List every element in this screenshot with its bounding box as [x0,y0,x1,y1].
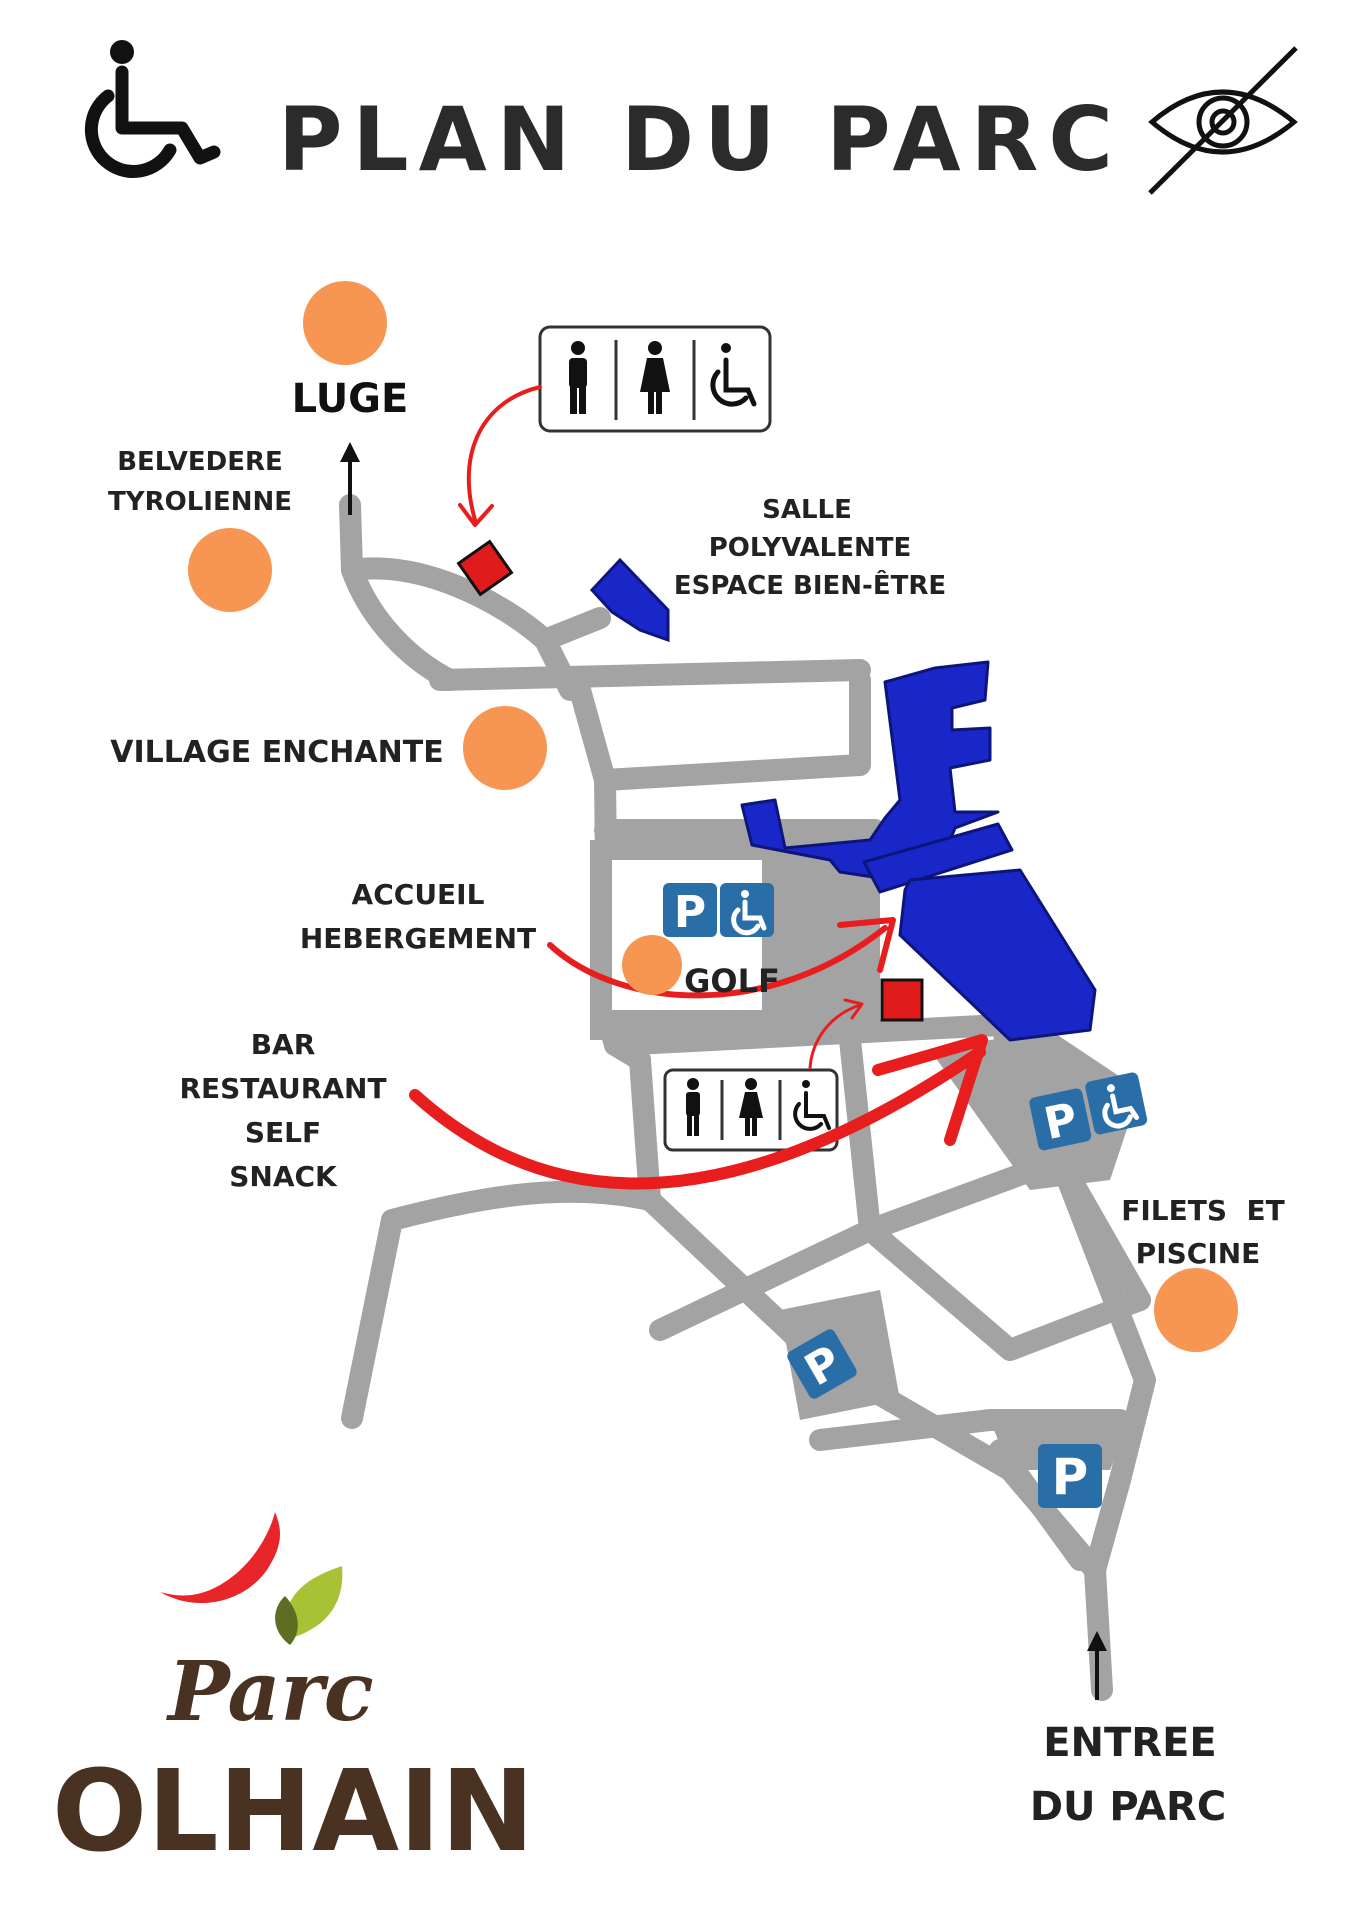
arrow-to-toilet-top [466,385,542,522]
toilet-sign-golf [663,1068,839,1152]
parking-accessible-piscine: P [1029,1072,1148,1151]
label-filets: FILETS ET [1121,1194,1285,1227]
poi-markers [188,281,1238,1352]
wheelchair-icon [1102,1084,1140,1129]
arrow-to-toilet-golf [808,1003,862,1070]
svg-text:P: P [674,887,706,938]
label-bar: BAR [251,1028,316,1061]
label-accueil: ACCUEIL [352,878,485,911]
label-piscine: PISCINE [1136,1237,1261,1270]
logo-green-leaf [284,1566,343,1640]
woman-icon [739,1078,763,1136]
toilet-sign-top [538,325,772,433]
toilet-marker-golf [880,978,924,1022]
poi-village [463,706,547,790]
eye-slash-icon [1148,46,1298,195]
arrow-to-bar [409,1046,986,1190]
label-village-enchante: VILLAGE ENCHANTE [110,735,443,770]
poi-belvedere [188,528,272,612]
label-luge: LUGE [292,376,409,422]
woman-icon [640,341,670,414]
label-hebergement: HEBERGEMENT [300,922,536,955]
man-icon [686,1078,700,1136]
poi-luge [303,281,387,365]
poi-golf [622,935,682,995]
label-espace-bien-etre: ESPACE BIEN-ÊTRE [674,569,946,601]
label-self: SELF [245,1116,321,1149]
svg-text:P: P [1052,1448,1089,1506]
label-salle: SALLE [762,495,852,525]
parking-lower-right: P [1038,1444,1102,1508]
parc-olhain-logo: Parc OLHAIN [52,1512,534,1877]
label-snack: SNACK [229,1160,338,1193]
wheelchair-icon [84,40,221,178]
arrow-up-luge [340,442,360,515]
main-building [740,660,1097,1042]
wheelchair-icon [731,890,767,936]
page-title: PLAN DU PARC [278,88,1123,191]
accessible-toilet-icon [710,343,757,407]
logo-olhain-text: OLHAIN [52,1747,534,1877]
label-belvedere: BELVEDERE [117,447,283,477]
arrow-up-entrance [1087,1631,1107,1700]
logo-red-leaf [160,1512,280,1604]
salle-polyvalente-building [589,557,670,643]
red-arrows [409,385,988,1190]
parking-accessible-golf: P [663,883,774,938]
logo-parc-text: Parc [166,1644,374,1740]
logo-olive-leaf [275,1596,298,1645]
toilet-marker-top [456,539,514,597]
label-golf: GOLF [684,962,780,1000]
label-polyvalente: POLYVALENTE [709,533,912,563]
label-tyrolienne: TYROLIENNE [108,487,292,517]
accessible-toilet-icon [793,1080,831,1131]
label-restaurant: RESTAURANT [179,1072,386,1105]
label-du-parc: DU PARC [1030,1784,1226,1830]
man-icon [569,341,587,414]
poi-piscine [1154,1268,1238,1352]
label-entree: ENTREE [1043,1720,1217,1766]
arrow-to-accueil [547,925,888,999]
